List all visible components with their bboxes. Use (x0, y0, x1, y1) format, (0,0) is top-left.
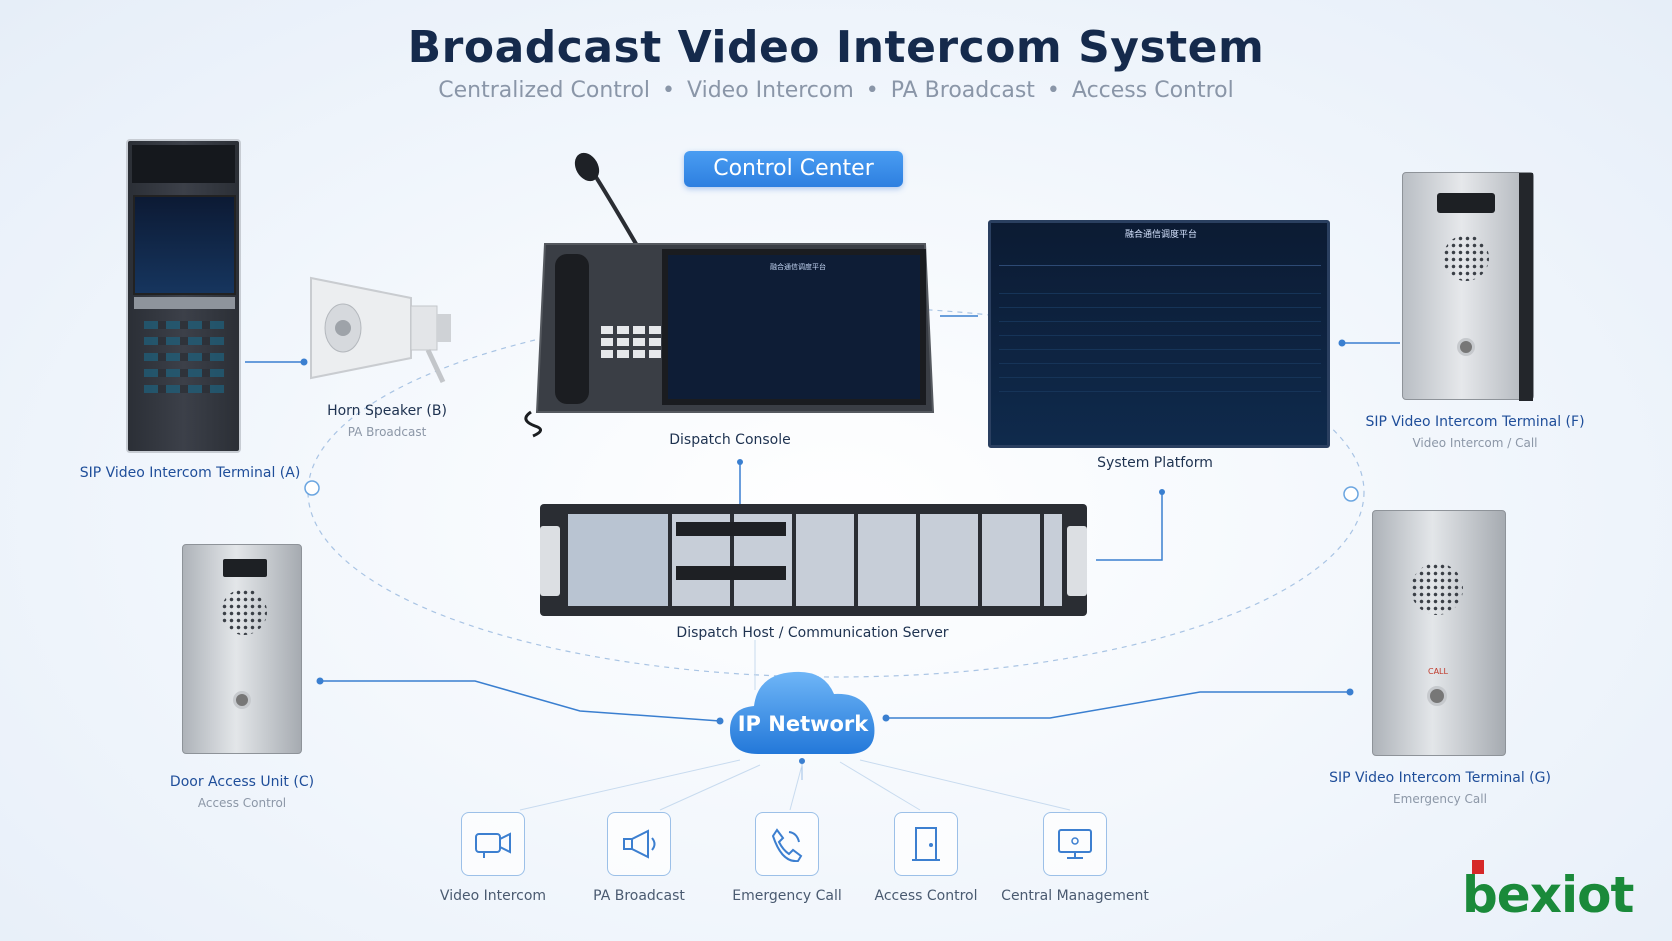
system-platform-screen: 融合通信调度平台 (988, 220, 1330, 448)
terminal-f-device (1402, 172, 1534, 401)
ip-network-cloud: IP Network (728, 666, 878, 758)
monitor-icon (1043, 812, 1107, 876)
subtitle-item: PA Broadcast (890, 78, 1035, 103)
feature-label: Central Management (1001, 888, 1149, 904)
logo-accent (1472, 860, 1484, 874)
subtitle-item: Centralized Control (438, 78, 651, 103)
feature-video-intercom (461, 812, 525, 876)
subtitle-item: Video Intercom (687, 78, 854, 103)
feature-central-management (1043, 812, 1107, 876)
dispatch-host-label: Dispatch Host / Communication Server (676, 625, 949, 641)
feature-pa-broadcast (607, 812, 671, 876)
door-icon (894, 812, 958, 876)
megaphone-icon (607, 812, 671, 876)
page-subtitle: Centralized Control•Video Intercom•PA Br… (438, 78, 1234, 103)
subtitle-item: Access Control (1071, 78, 1234, 103)
door-access-device (182, 544, 302, 754)
page-title: Broadcast Video Intercom System (407, 22, 1265, 73)
video-camera-icon (461, 812, 525, 876)
feature-label: Emergency Call (732, 888, 842, 904)
platform-screen-title: 融合通信调度平台 (1124, 230, 1197, 240)
terminal-g-label: SIP Video Intercom Terminal (G) (1329, 770, 1551, 786)
door-access-label: Door Access Unit (C) (169, 774, 315, 790)
feature-emergency-call (755, 812, 819, 876)
terminal-a-device (126, 139, 241, 453)
feature-label: Video Intercom (439, 888, 547, 904)
horn-speaker-label: Horn Speaker (B) (327, 403, 447, 419)
control-center-badge: Control Center (684, 151, 903, 187)
call-label: CALL (1428, 667, 1448, 676)
dispatch-console-device: 融合通信调度平台 (505, 150, 935, 440)
bexiot-logo: bexiot (1462, 860, 1634, 924)
terminal-f-sub: Video Intercom / Call (1412, 436, 1538, 450)
terminal-f-label: SIP Video Intercom Terminal (F) (1365, 414, 1585, 430)
door-access-sub: Access Control (197, 796, 287, 810)
feature-label: Access Control (874, 888, 978, 904)
dispatch-console-label: Dispatch Console (669, 432, 791, 448)
terminal-g-device: CALL (1372, 510, 1506, 756)
horn-speaker-device (303, 266, 463, 386)
system-platform-label: System Platform (1097, 455, 1213, 471)
ip-network-label: IP Network (737, 712, 869, 736)
horn-speaker-sub: PA Broadcast (347, 425, 427, 439)
phone-call-icon (755, 812, 819, 876)
terminal-g-sub: Emergency Call (1393, 792, 1487, 806)
feature-access-control (894, 812, 958, 876)
feature-label: PA Broadcast (593, 888, 685, 904)
console-screen-title: 融合通信调度平台 (770, 263, 826, 271)
dispatch-host-server (540, 504, 1087, 616)
terminal-a-label: SIP Video Intercom Terminal (A) (79, 465, 301, 481)
